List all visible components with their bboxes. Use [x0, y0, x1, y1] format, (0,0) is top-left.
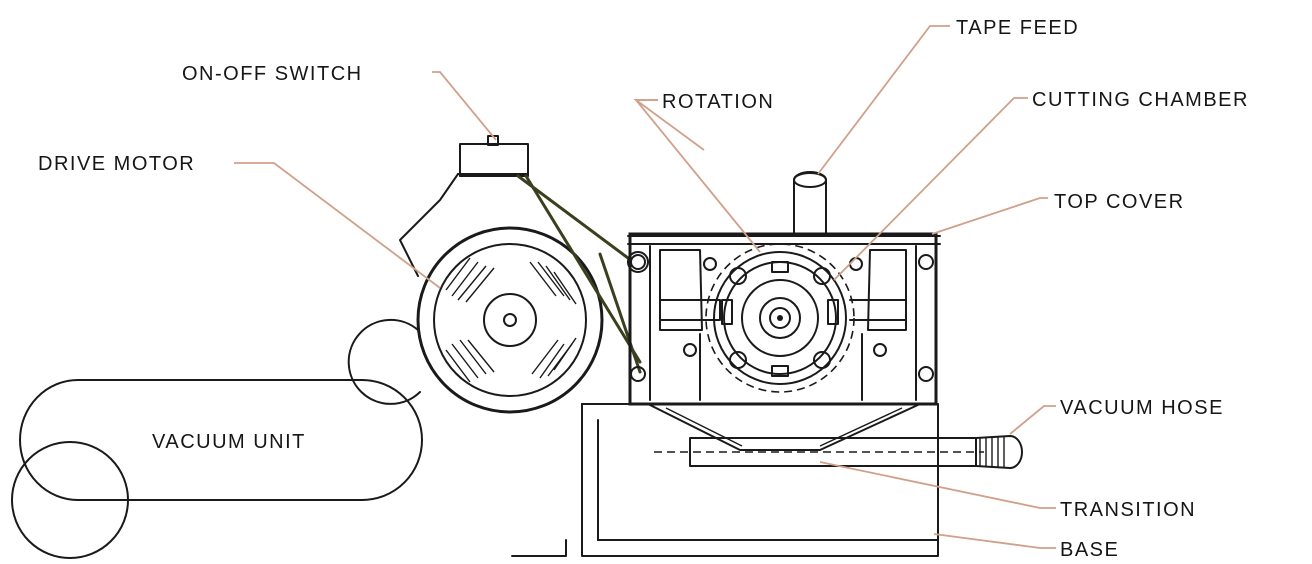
leader-rotation-2 [633, 99, 705, 151]
leader-transition [819, 461, 1056, 509]
leader-drive-motor [234, 162, 441, 289]
label-transition: TRANSITION [1060, 499, 1196, 521]
label-tape-feed: TAPE FEED [956, 17, 1079, 39]
transition [647, 403, 921, 451]
tape-feed [793, 171, 827, 235]
cutter-housing [627, 232, 941, 406]
label-drive-motor: DRIVE MOTOR [38, 153, 195, 175]
on-off-switch [459, 135, 529, 177]
label-vacuum-unit: VACUUM UNIT [152, 431, 306, 453]
cutting-chamber [705, 243, 855, 393]
leader-base [933, 533, 1056, 549]
label-cutting-chamber: CUTTING CHAMBER [1032, 89, 1249, 111]
leader-top-cover [931, 197, 1048, 235]
leader-lines [234, 25, 1056, 549]
label-top-cover: TOP COVER [1054, 191, 1185, 213]
drive-motor [347, 173, 604, 414]
vacuum-hose [654, 435, 1023, 469]
leader-cutting-chamber [833, 97, 1028, 281]
label-on-off-switch: ON-OFF SWITCH [182, 63, 363, 85]
leader-tape-feed [817, 25, 950, 175]
base [511, 403, 939, 557]
label-base: BASE [1060, 539, 1119, 561]
leader-on-off-switch [432, 71, 497, 141]
drive-belt [516, 174, 649, 374]
leader-rotation-1 [634, 99, 761, 253]
label-rotation: ROTATION [662, 91, 774, 113]
leader-vacuum-hose [1009, 405, 1056, 435]
vacuum-unit [11, 379, 423, 559]
label-vacuum-hose: VACUUM HOSE [1060, 397, 1224, 419]
